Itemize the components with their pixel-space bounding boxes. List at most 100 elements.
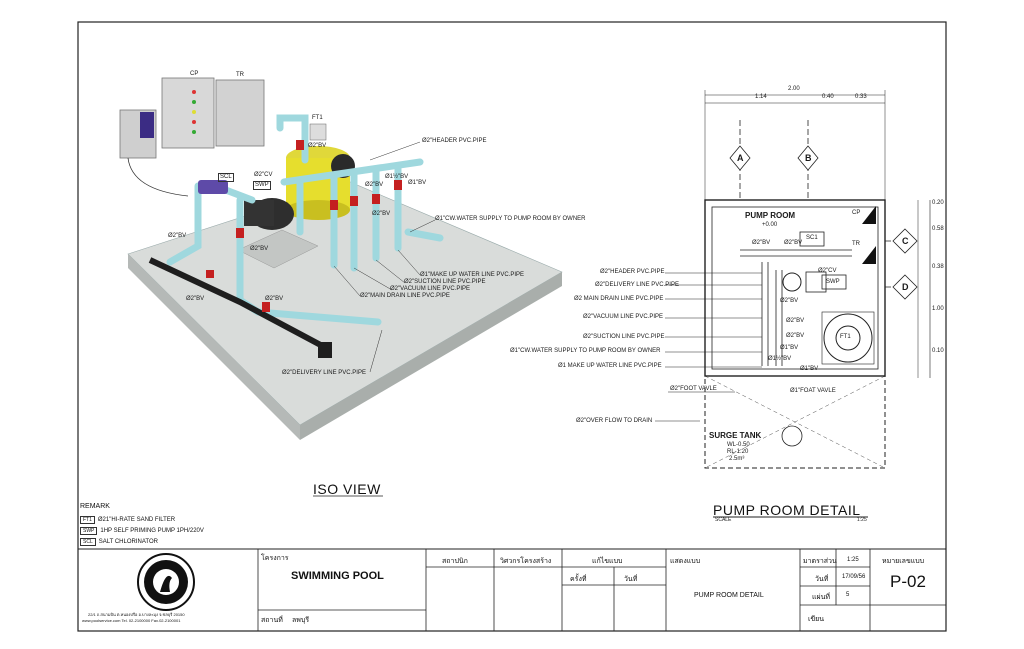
- iso-label-bv2e: Ø2"BV: [186, 296, 205, 302]
- tag-ft1: FT1: [840, 334, 851, 340]
- marker-c: C: [902, 236, 909, 246]
- concrete-slab-side-left: [128, 254, 300, 440]
- dim-v1: 0.20: [932, 200, 944, 206]
- marker-d: D: [902, 282, 909, 292]
- tb-scale-value: 1:25: [847, 557, 859, 563]
- surge-tank-manhole: [781, 425, 803, 447]
- plan-overflow: Ø2"OVER FLOW TO DRAIN: [576, 418, 653, 424]
- marker-b-shape: [797, 145, 819, 171]
- tb-project-name: SWIMMING POOL: [291, 570, 384, 582]
- pump-room-level: +0.00: [762, 222, 778, 228]
- iso-label-delivery: Ø2"DELIVERY LINE PVC.PIPE: [282, 370, 366, 376]
- plan-valve-5: Ø2"BV: [786, 318, 805, 324]
- pipe-end-cap: [318, 342, 332, 358]
- panel-lamp-green: [192, 100, 196, 104]
- plan-valve-8: Ø1½"BV: [768, 356, 792, 362]
- tb-drawing-name: PUMP ROOM DETAIL: [694, 592, 764, 599]
- pipe-suction-left: [166, 182, 202, 266]
- iso-label-swp: SWP: [253, 181, 271, 190]
- iso-label-cv: Ø2"CV: [254, 172, 273, 178]
- plan-foot-valve-right: Ø1"FOAT VAVLE: [790, 388, 836, 394]
- plan-pipe-makeup: Ø1 MAKE UP WATER LINE PVC.PIPE: [558, 363, 662, 369]
- tb-number-value: P-02: [890, 572, 926, 591]
- marker-c-shape: [892, 228, 918, 254]
- leader-water-supply: [409, 219, 436, 233]
- iso-label-bv-15: Ø1½"BV: [385, 174, 409, 180]
- iso-label-vacuum: Ø2"VACUUM LINE PVC.PIPE: [390, 286, 471, 292]
- tb-project-label: โครงการ: [261, 555, 289, 562]
- pump-room-plan: [655, 90, 931, 518]
- buried-main-drain: [148, 257, 332, 353]
- pump-plan-strainer: [782, 272, 802, 292]
- pump-room-wall-inner: [711, 206, 879, 370]
- plan-foot-valve-left: Ø2"FOOT VAVLE: [670, 386, 717, 392]
- tr-panel-marker: [862, 246, 876, 264]
- remark-code-3: SCL: [80, 538, 96, 546]
- title-block-grid: [257, 549, 946, 631]
- iso-label-scl: SCL: [218, 173, 234, 182]
- dim-d3: 0.33: [855, 94, 867, 100]
- company-contact: www.poolservice.com Tel. 02-2100000 Fax.…: [82, 618, 181, 623]
- marker-a: A: [737, 153, 744, 163]
- pump-plan-tag-box: [821, 274, 847, 290]
- tb-scale-label: มาตราส่วน: [803, 558, 837, 565]
- valve-delivery: [236, 228, 244, 238]
- iso-label-tr: TR: [236, 72, 244, 78]
- valve-drop-4: [372, 194, 380, 204]
- valve-header: [296, 140, 304, 150]
- plan-leader-lines: [655, 272, 762, 422]
- dim-d1: 1.14: [755, 94, 767, 100]
- section-markers: [729, 120, 918, 300]
- pipe-header-riser: [276, 114, 309, 164]
- remark-text-3: SALT CHLORINATOR: [98, 539, 158, 545]
- iso-label-main-drain: Ø2"MAIN DRAIN LINE PVC.PIPE: [360, 293, 450, 299]
- tag-swp: SWP: [826, 279, 840, 285]
- pipe-water-supply: [404, 228, 444, 242]
- tb-number-label: หมายเลขแบบ: [882, 558, 925, 565]
- iso-label-header: Ø2"HEADER PVC.PIPE: [422, 138, 487, 144]
- plan-valve-4: Ø2"BV: [780, 298, 799, 304]
- remark-text-1: Ø21"HI-RATE SAND FILTER: [97, 517, 176, 523]
- iso-label-suction: Ø2"SUCTION LINE PVC.PIPE: [404, 279, 486, 285]
- remark-code-1: FT1: [80, 516, 95, 524]
- iso-label-bv2b: Ø2"BV: [372, 211, 391, 217]
- company-address: 22/1 ถ.สนามบิน ต.หนองปรือ อ.บางละมุง จ.ช…: [88, 612, 185, 617]
- remark-text-2: 1HP SELF PRIMING PUMP 1PH/220V: [100, 528, 204, 534]
- sc1-plan-box: [799, 231, 825, 247]
- valve-lower: [262, 302, 270, 312]
- transformer-panel: [215, 79, 265, 147]
- plan-pipe-main-drain: Ø2 MAIN DRAIN LINE PVC.PIPE: [574, 296, 664, 302]
- valve-drop-2: [330, 200, 338, 210]
- concrete-slab-side-right: [300, 272, 562, 440]
- filter-plan-inner: [835, 325, 861, 351]
- manifold-plan: [740, 249, 852, 366]
- tb-revision-no: ครั้งที่: [570, 576, 587, 583]
- leader-main-drain: [333, 265, 361, 297]
- dim-overall: 2.00: [788, 86, 800, 92]
- surge-tank-outline: [704, 375, 886, 469]
- remark-heading: REMARK: [80, 503, 110, 510]
- dim-d2: 0.40: [822, 94, 834, 100]
- logo-swimmer: [160, 575, 172, 592]
- marker-d-shape: [892, 274, 918, 300]
- leader-header: [369, 141, 421, 161]
- iso-label-water-supply: Ø1"CW.WATER SUPPLY TO PUMP ROOM BY OWNER: [435, 216, 586, 222]
- panel-lamp-red-2: [192, 120, 196, 124]
- plan-pipe-water-supply: Ø1"CW.WATER SUPPLY TO PUMP ROOM BY OWNER: [510, 348, 661, 354]
- tb-date-value: 17/09/56: [842, 574, 866, 580]
- pump-room-label: PUMP ROOM: [745, 211, 796, 220]
- filter-plan-box: [821, 311, 875, 365]
- tb-sheet-value: 5: [846, 592, 850, 598]
- pump-plan-motor: [805, 271, 827, 293]
- surge-tank-volume: 2.5m³: [729, 456, 745, 462]
- tb-revision-date: วันที่: [624, 576, 638, 583]
- valve-drop-3: [350, 196, 358, 206]
- panel-lamp-yellow: [192, 110, 196, 114]
- leader-vacuum: [353, 267, 393, 291]
- plan-pipe-delivery: Ø2"DELIVERY LINE PVC.PIPE: [595, 282, 679, 288]
- iso-label-cp: CP: [190, 71, 199, 77]
- dim-v4: 1.00: [932, 306, 944, 312]
- plan-valve-6: Ø2"BV: [786, 333, 805, 339]
